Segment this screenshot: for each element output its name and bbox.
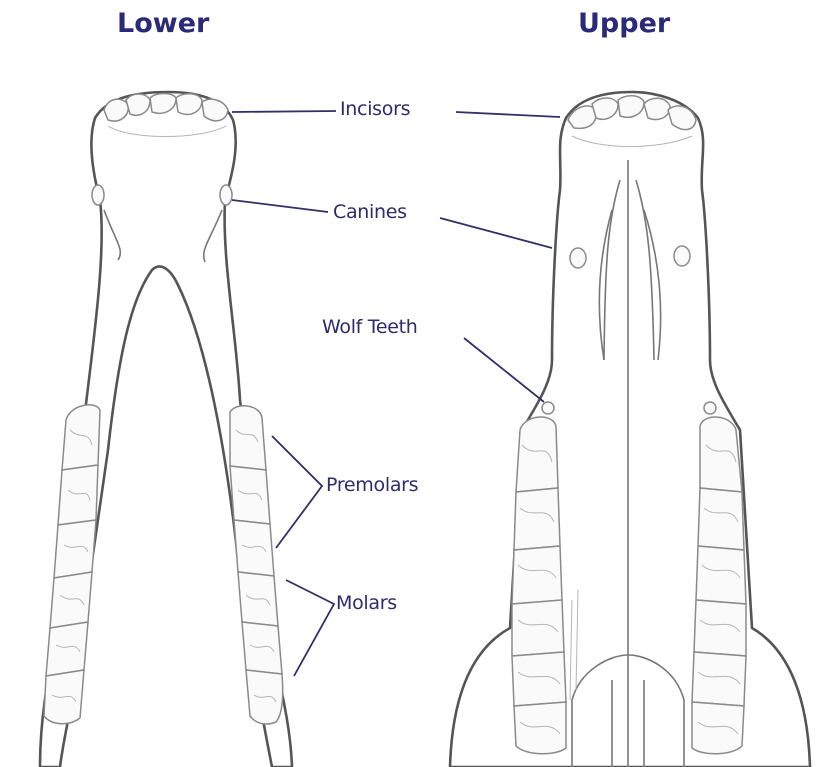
molars-label: Molars (336, 592, 397, 614)
wolf-teeth-leader (464, 338, 544, 402)
molars-leader (286, 580, 334, 676)
canines-leader-lower (232, 200, 328, 212)
canines-label: Canines (333, 201, 407, 223)
incisors-leader-upper (456, 112, 560, 117)
upper-heading: Upper (578, 8, 670, 39)
wolf-teeth-label: Wolf Teeth (322, 316, 418, 338)
incisors-leader-lower (232, 111, 336, 112)
canines-leader-upper (440, 218, 552, 248)
incisors-label: Incisors (340, 98, 410, 120)
upper-jaw (450, 92, 810, 767)
upper-jaw-outline (450, 92, 810, 767)
premolars-label: Premolars (326, 474, 418, 496)
lower-heading: Lower (117, 8, 209, 39)
lower-jaw (40, 92, 292, 767)
premolars-leader (272, 436, 322, 548)
